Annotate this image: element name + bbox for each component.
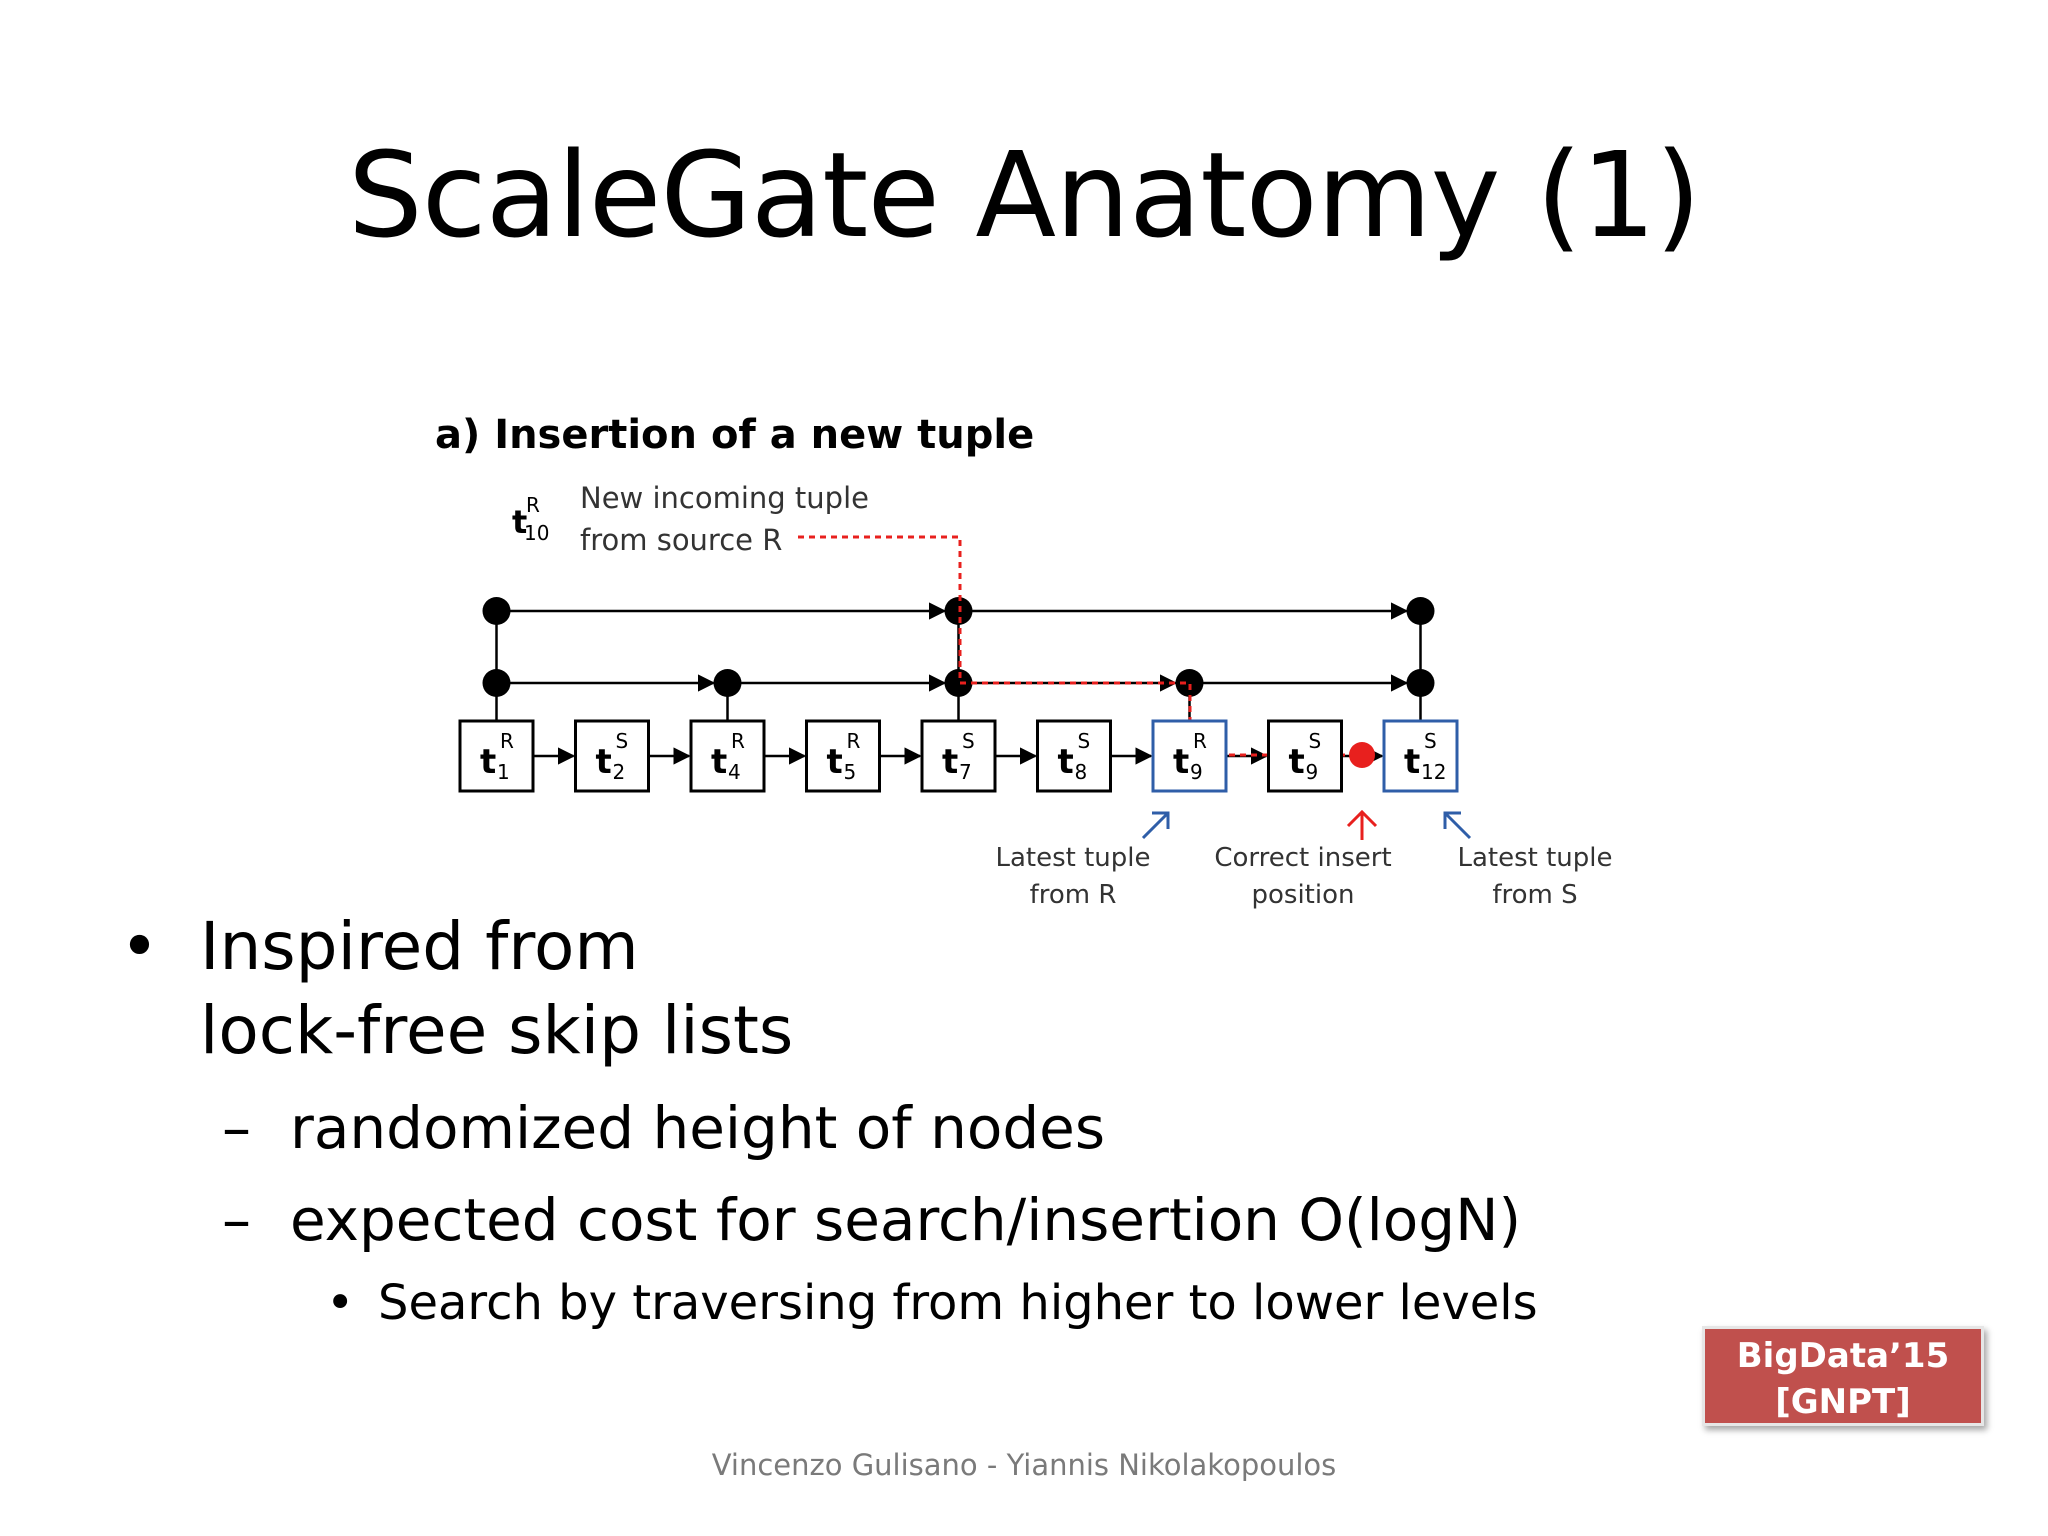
tuple-source: R: [500, 729, 514, 753]
tuple-index: 4: [728, 760, 741, 784]
tuple-index: 9: [1190, 760, 1203, 784]
annotation-caption: Latest tuple: [1457, 843, 1612, 873]
tuple-index: 7: [959, 760, 972, 784]
tower-node: [1175, 669, 1204, 697]
insert-position-arrow: [1346, 809, 1378, 840]
tuple-index: 1: [497, 760, 510, 784]
tuple-base: t: [1289, 742, 1305, 782]
tuple-source: R: [847, 729, 861, 753]
slide-title: ScaleGate Anatomy (1): [347, 126, 1701, 264]
tuple-source: R: [731, 729, 745, 753]
tuple-index: 5: [844, 760, 857, 784]
tuple-index: 12: [1421, 760, 1446, 784]
annotation-caption: from S: [1492, 880, 1577, 910]
tuple-source: S: [1424, 729, 1437, 753]
tuple-node: [920, 719, 997, 793]
skip-list-diagram: a) Insertion of a new tuple t R 10 New i…: [435, 412, 1613, 910]
tuple-index: 8: [1075, 760, 1088, 784]
svg-text:from source R: from source R: [580, 523, 782, 557]
svg-text:t: t: [512, 503, 527, 541]
incoming-tuple-label: t R 10: [512, 493, 549, 545]
tuple-index: 9: [1306, 760, 1319, 784]
tuple-node: [689, 719, 766, 793]
svg-text:New incoming tuple: New incoming tuple: [580, 481, 869, 515]
tower-node: [713, 669, 742, 697]
tuple-node: [574, 719, 650, 793]
tuple-source: S: [1309, 729, 1322, 753]
tuple-base: t: [480, 742, 496, 782]
tuple-source: R: [1193, 729, 1207, 753]
conference-badge: BigData’15 [GNPT]: [1702, 1326, 1984, 1426]
tower-node: [482, 597, 511, 625]
tuple-node: [1036, 719, 1112, 793]
annotation-caption: Correct insert: [1214, 843, 1391, 873]
sub-bullet-marker: –: [222, 1094, 251, 1162]
sub-sub-bullet-marker: •: [326, 1275, 355, 1331]
latest-s-arrow: [1443, 811, 1472, 840]
tuple-source: S: [962, 729, 975, 753]
latest-tuple-node: [1382, 719, 1459, 793]
sub-bullet-text: expected cost for search/insertion O(log…: [290, 1186, 1522, 1254]
tuple-node: [805, 719, 881, 793]
incoming-caption: New incoming tuple from source R: [580, 481, 869, 557]
tuple-base: t: [827, 742, 843, 782]
tuple-base: t: [711, 742, 727, 782]
bullet-text: lock-free skip lists: [200, 992, 794, 1069]
tuple-base: t: [596, 742, 612, 782]
latest-tuple-node: [1151, 719, 1228, 793]
tuple-node: [1267, 719, 1343, 793]
tuple-base: t: [1058, 742, 1074, 782]
tuple-index: 2: [613, 760, 626, 784]
tuple-source: S: [1078, 729, 1091, 753]
annotation-caption: from R: [1030, 880, 1117, 910]
tuple-base: t: [1404, 742, 1420, 782]
tower-node: [1406, 597, 1435, 625]
badge-line: [GNPT]: [1775, 1382, 1911, 1422]
sub-bullet-marker: –: [222, 1186, 251, 1254]
tuple-source: S: [616, 729, 629, 753]
tower-node: [1406, 669, 1435, 697]
annotation-caption: Latest tuple: [995, 843, 1150, 873]
badge-line: BigData’15: [1736, 1336, 1950, 1376]
tuple-base: t: [942, 742, 958, 782]
tower-node: [482, 669, 511, 697]
latest-r-arrow: [1141, 811, 1170, 840]
svg-text:10: 10: [524, 521, 549, 545]
sub-bullet-text: randomized height of nodes: [290, 1094, 1106, 1162]
bullet-text: Inspired from: [200, 908, 639, 985]
tuple-base: t: [1173, 742, 1189, 782]
insert-position-dot: [1349, 742, 1375, 768]
tuple-node: [458, 719, 535, 793]
figure-heading: a) Insertion of a new tuple: [435, 412, 1034, 458]
annotation-caption: position: [1252, 880, 1355, 910]
sub-sub-bullet-text: Search by traversing from higher to lowe…: [378, 1275, 1538, 1331]
tower-node: [944, 669, 973, 697]
bullet-marker: •: [120, 908, 159, 985]
svg-text:R: R: [526, 493, 540, 517]
slide-footer: Vincenzo Gulisano - Yiannis Nikolakopoul…: [711, 1448, 1337, 1482]
